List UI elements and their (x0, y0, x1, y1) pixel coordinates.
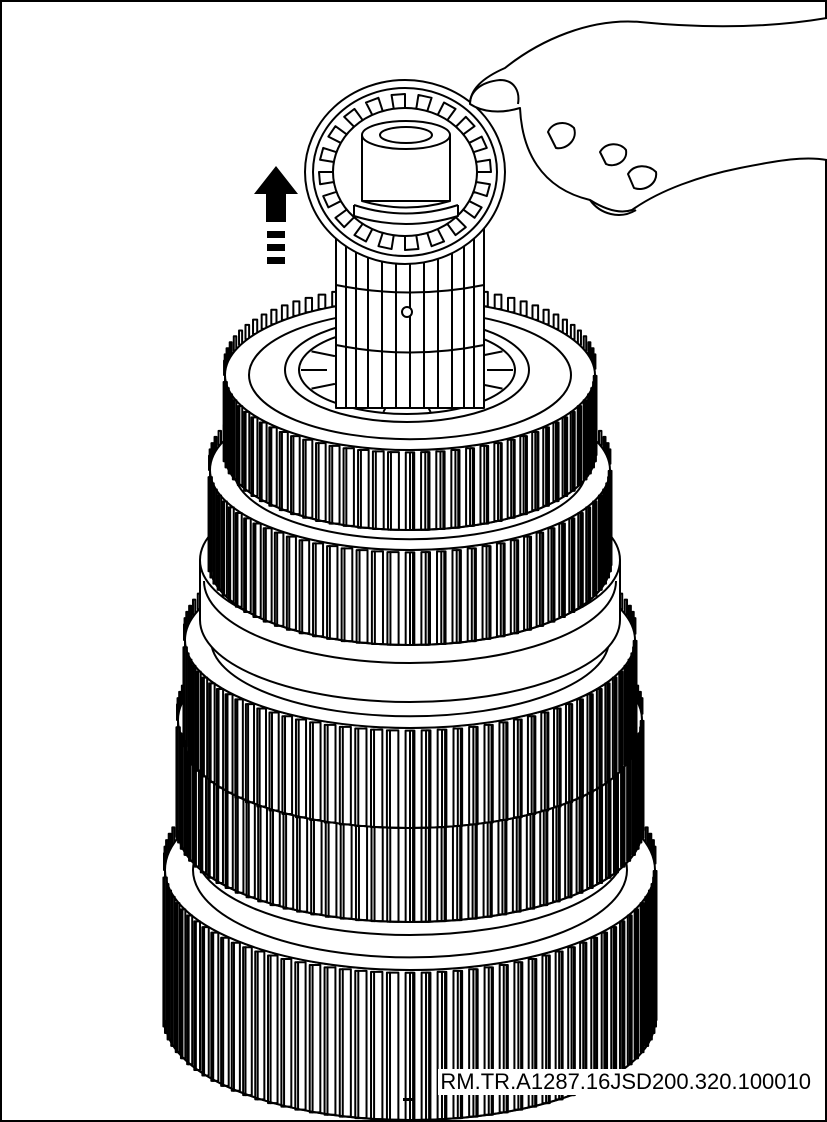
synchro-ring (304, 79, 506, 265)
hand-icon (469, 17, 827, 216)
ref-mark (403, 1098, 415, 1101)
reference-code: RM.TR.A1287.16JSD200.320.100010 (438, 1069, 813, 1095)
up-arrow-icon (254, 166, 298, 264)
